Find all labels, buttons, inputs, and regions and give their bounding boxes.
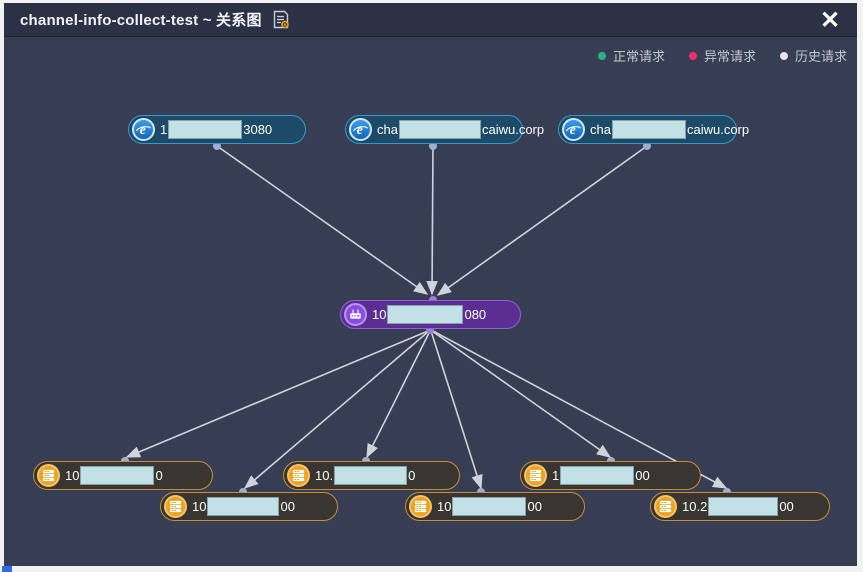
redaction-mask (708, 497, 779, 516)
legend-dot-icon (597, 51, 606, 60)
edge-anchor-dot (429, 142, 437, 150)
server-icon (164, 495, 187, 518)
server-icon (409, 495, 432, 518)
legend-item-0[interactable]: 正常请求 (597, 46, 665, 65)
edge-gateway-1-to-db-2 (366, 330, 431, 459)
redaction-mask (398, 120, 481, 139)
server-icon (37, 464, 60, 487)
node-label: 10.0 (315, 466, 416, 485)
server-icon (524, 464, 547, 487)
edge-gateway-1-to-db-5 (430, 330, 483, 490)
edge-gateway-1-to-db-4 (243, 330, 430, 489)
svg-text:e: e (140, 122, 146, 137)
router-icon (344, 303, 367, 326)
legend-dot-icon (688, 51, 697, 60)
edge-gateway-1-to-db-3 (431, 330, 612, 458)
ie-browser-icon: e (562, 118, 585, 141)
redaction-mask (168, 120, 243, 139)
graph-node-db-2[interactable]: 10.0 (283, 461, 460, 490)
legend-item-2[interactable]: 历史请求 (779, 46, 847, 65)
modal-header: channel-info-collect-test ~ 关系图 ✕ (4, 3, 857, 37)
legend-item-1[interactable]: 异常请求 (688, 46, 756, 65)
edge-anchor-dot (643, 142, 651, 150)
close-icon[interactable]: ✕ (819, 6, 841, 34)
edge-browser-1-to-gateway-1 (216, 145, 429, 295)
modal-title: channel-info-collect-test ~ 关系图 (20, 12, 262, 29)
edge-browser-3-to-gateway-1 (436, 145, 648, 296)
svg-text:e: e (570, 122, 576, 137)
redaction-mask (334, 466, 408, 485)
server-icon (654, 495, 677, 518)
server-icon (287, 464, 310, 487)
legend: 正常请求 异常请求 历史请求 (597, 46, 847, 65)
edge-anchor-dot (213, 142, 221, 150)
edge-browser-2-to-gateway-1 (426, 145, 438, 296)
legend-dot-icon (779, 51, 788, 60)
redaction-mask (452, 497, 527, 516)
background-page-button-fragment (2, 566, 12, 572)
redaction-mask (560, 466, 635, 485)
ie-browser-icon: e (349, 118, 372, 141)
redaction-mask (611, 120, 686, 139)
redaction-mask (387, 305, 464, 324)
redaction-mask (80, 466, 155, 485)
redaction-mask (207, 497, 280, 516)
edge-gateway-1-to-db-1 (125, 330, 429, 458)
svg-text:e: e (357, 122, 363, 137)
document-gear-icon[interactable] (272, 10, 290, 30)
ie-browser-icon: e (132, 118, 155, 141)
